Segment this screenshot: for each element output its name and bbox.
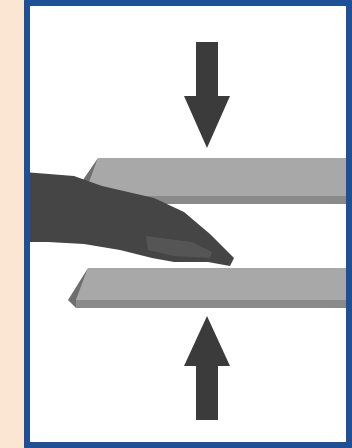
crush-hazard-sign — [24, 0, 352, 448]
lower-plate — [68, 268, 348, 308]
arrow-up-icon — [184, 316, 230, 420]
arrow-down-icon — [184, 42, 230, 148]
crush-hazard-pictogram — [24, 0, 352, 448]
